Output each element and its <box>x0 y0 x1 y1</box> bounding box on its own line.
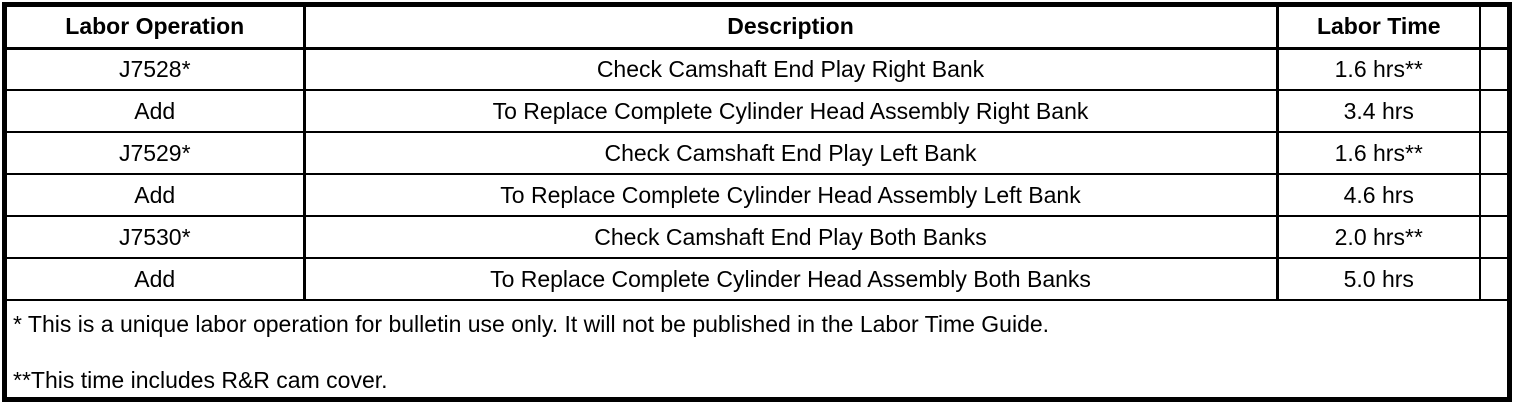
labor-operation-header: Labor Operation <box>7 7 306 50</box>
labor-operation-cell: Add <box>7 174 306 217</box>
spacer-cell <box>1480 48 1507 91</box>
labor-time-cell: 4.6 hrs <box>1277 174 1481 217</box>
spacer-cell <box>1480 174 1507 217</box>
table-row: Add To Replace Complete Cylinder Head As… <box>7 90 1507 133</box>
table-row: Add To Replace Complete Cylinder Head As… <box>7 174 1507 217</box>
header-row: Labor Operation Description Labor Time <box>7 7 1507 50</box>
labor-time-header: Labor Time <box>1277 7 1481 50</box>
description-cell: To Replace Complete Cylinder Head Assemb… <box>304 174 1279 217</box>
footnote-rr-cam-cover: **This time includes R&R cam cover. <box>13 366 388 393</box>
table-row: J7530* Check Camshaft End Play Both Bank… <box>7 216 1507 259</box>
table-row: J7529* Check Camshaft End Play Left Bank… <box>7 132 1507 175</box>
description-cell: To Replace Complete Cylinder Head Assemb… <box>304 90 1279 133</box>
labor-time-cell: 1.6 hrs** <box>1277 132 1481 175</box>
description-cell: Check Camshaft End Play Both Banks <box>304 216 1279 259</box>
labor-operation-cell: J7528* <box>7 48 306 91</box>
spacer-cell <box>1480 216 1507 259</box>
table-row: Add To Replace Complete Cylinder Head As… <box>7 258 1507 301</box>
description-cell: Check Camshaft End Play Right Bank <box>304 48 1279 91</box>
labor-operation-cell: J7529* <box>7 132 306 175</box>
description-header: Description <box>304 7 1279 50</box>
labor-operation-cell: J7530* <box>7 216 306 259</box>
table-row: J7528* Check Camshaft End Play Right Ban… <box>7 48 1507 91</box>
labor-operation-cell: Add <box>7 258 306 301</box>
labor-time-table: Labor Operation Description Labor Time J… <box>7 7 1507 301</box>
footnote-unique-operation: * This is a unique labor operation for b… <box>13 311 1050 337</box>
table-outer-frame: Labor Operation Description Labor Time J… <box>2 2 1512 402</box>
description-cell: Check Camshaft End Play Left Bank <box>304 132 1279 175</box>
spacer-cell <box>1480 132 1507 175</box>
labor-time-cell: 1.6 hrs** <box>1277 48 1481 91</box>
description-cell: To Replace Complete Cylinder Head Assemb… <box>304 258 1279 301</box>
labor-operation-cell: Add <box>7 90 306 133</box>
labor-time-cell: 3.4 hrs <box>1277 90 1481 133</box>
spacer-cell <box>1480 258 1507 301</box>
labor-time-cell: 2.0 hrs** <box>1277 216 1481 259</box>
spacer-cell <box>1480 90 1507 133</box>
footnotes: * This is a unique labor operation for b… <box>7 301 1507 395</box>
labor-time-cell: 5.0 hrs <box>1277 258 1481 301</box>
spacer-header-cell <box>1480 7 1507 50</box>
